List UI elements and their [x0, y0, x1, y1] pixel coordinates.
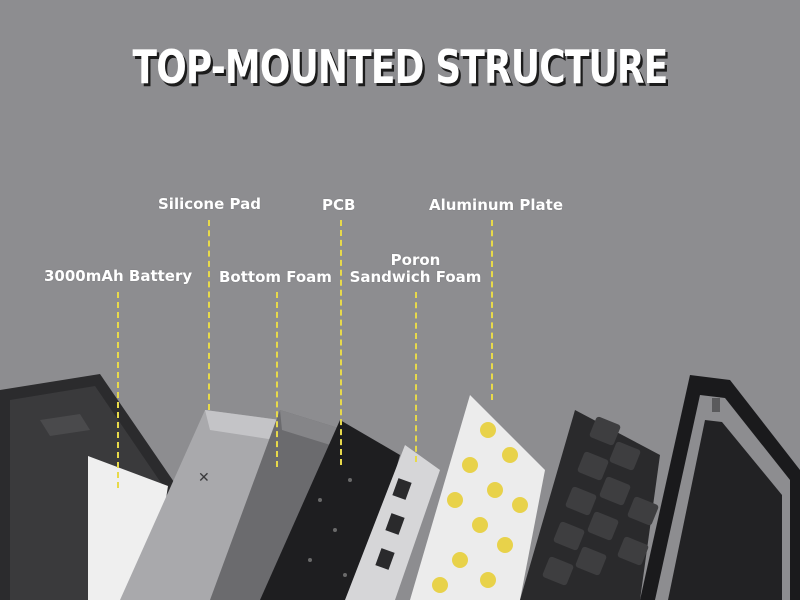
guide-line-bottom-foam: [276, 292, 278, 467]
aluminum-plate-layer: [410, 395, 545, 600]
label-poron-line2: Sandwich Foam: [349, 268, 482, 286]
label-poron-line1: Poron: [390, 251, 441, 269]
guide-line-silicone-pad: [208, 220, 210, 410]
poron-foam-layer: [345, 445, 440, 600]
guide-line-aluminum-plate: [491, 220, 493, 400]
label-pcb: PCB: [322, 196, 356, 214]
label-poron-sandwich-foam: Poron Sandwich Foam: [348, 252, 483, 286]
label-silicone-pad: Silicone Pad: [158, 195, 261, 213]
label-aluminum-plate: Aluminum Plate: [429, 196, 564, 214]
top-frame-layer: [640, 375, 800, 600]
guide-line-poron: [415, 292, 417, 462]
svg-text:✕: ✕: [198, 470, 210, 486]
keycap-layer: [520, 410, 660, 600]
guide-line-battery: [117, 292, 119, 488]
label-battery: 3000mAh Battery: [44, 267, 193, 285]
page-title: TOP-MOUNTED STRUCTURE: [132, 40, 669, 94]
guide-line-pcb: [340, 220, 342, 465]
label-bottom-foam: Bottom Foam: [219, 268, 332, 286]
